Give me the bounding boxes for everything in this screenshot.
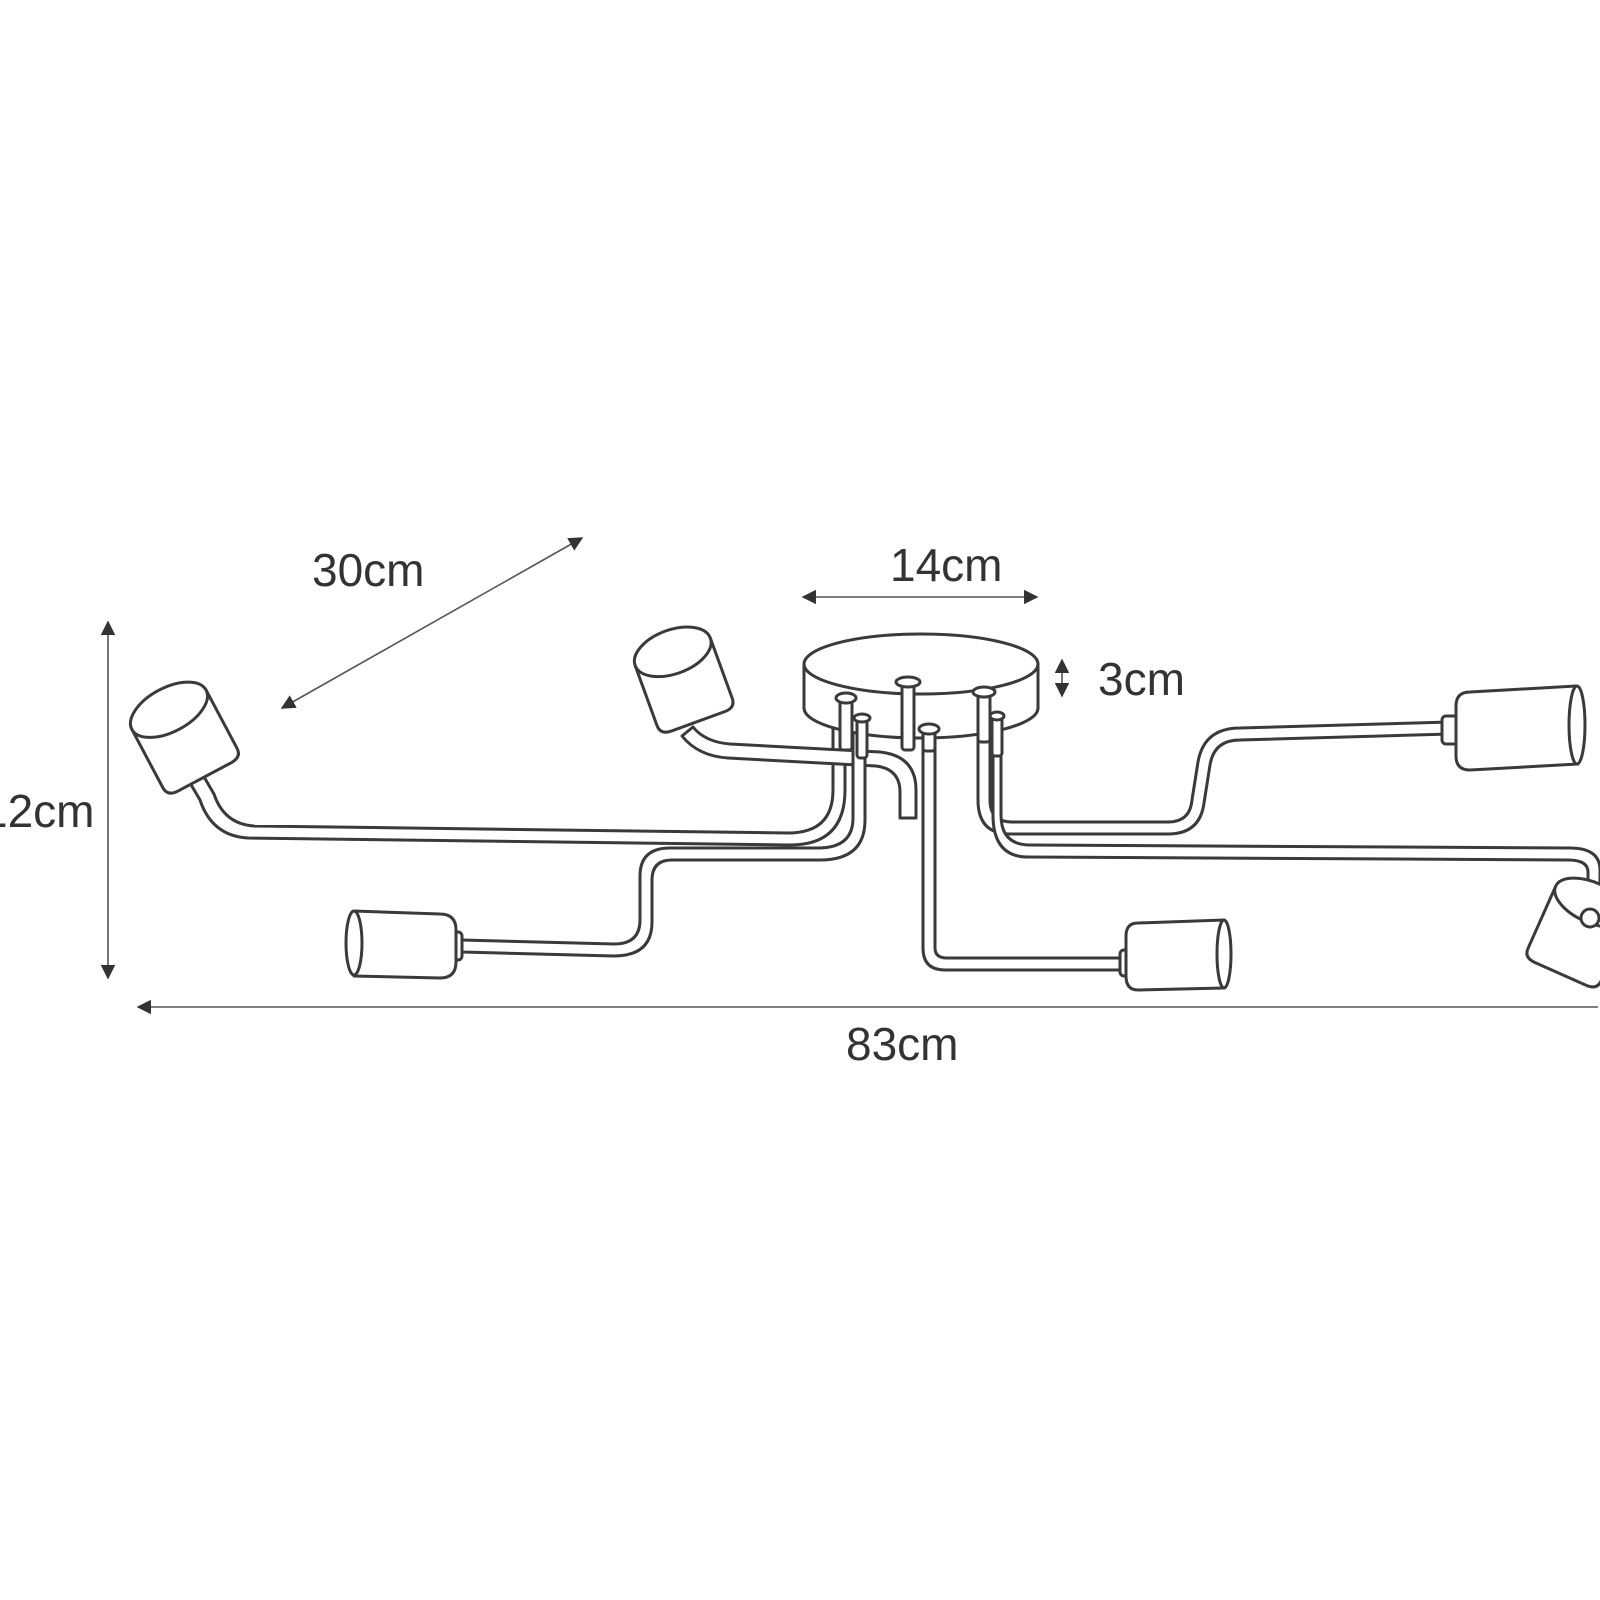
shade-left-lower: [344, 909, 464, 980]
post-right-front-cap: [971, 685, 997, 699]
post-center: [900, 680, 916, 752]
shade-right-lower: [1525, 876, 1600, 989]
label-arm-length: 30cm: [312, 544, 424, 596]
shade-center-left-upper: [632, 625, 735, 734]
arm-right-upper: [976, 695, 1452, 836]
shade-right-lower-socket: [1579, 907, 1600, 929]
lamp-drawing: [128, 625, 1600, 992]
label-total-height: 12cm: [0, 785, 94, 837]
shade-left-upper: [128, 680, 240, 795]
post-left-back: [855, 716, 869, 760]
post-right-front: [976, 690, 992, 744]
arm-left-upper: [184, 695, 847, 847]
post-center-front-cap: [917, 722, 941, 736]
dimension-labels: 30cm 14cm 3cm 12cm 83cm: [0, 539, 1185, 1070]
label-canopy-height: 3cm: [1098, 653, 1185, 705]
post-right-back: [990, 714, 1004, 758]
canopy-top: [802, 632, 1040, 696]
post-left-front-cap: [834, 691, 858, 705]
arm-left-lower: [460, 716, 867, 958]
shade-right-upper: [1440, 684, 1587, 772]
label-total-width: 83cm: [846, 1018, 958, 1070]
post-left-front: [838, 696, 854, 752]
canopy-posts: [834, 675, 1006, 760]
dim-line-arm-length: [280, 537, 584, 709]
post-center-cap: [894, 675, 922, 689]
shade-center-lower: [1118, 918, 1233, 992]
label-canopy-diameter: 14cm: [890, 539, 1002, 591]
post-right-back-cap: [988, 710, 1006, 722]
post-left-back-cap: [852, 712, 872, 724]
lamp-shades: [128, 625, 1600, 992]
arm-center-left-upper: [680, 725, 918, 820]
dimension-lines: [100, 537, 1598, 1015]
